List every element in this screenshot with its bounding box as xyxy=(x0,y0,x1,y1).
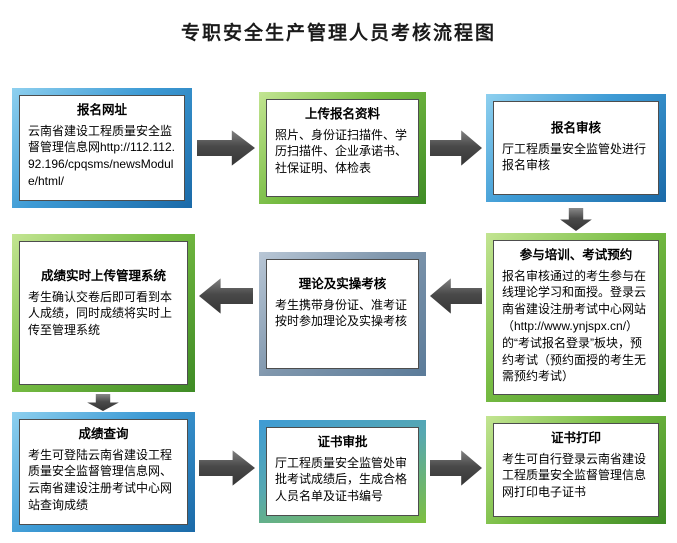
step-title: 成绩实时上传管理系统 xyxy=(40,269,166,283)
step-title: 参与培训、考试预约 xyxy=(519,248,633,262)
arrow-down-icon xyxy=(87,394,119,411)
flow-step-certificate-approval: 证书审批 厅工程质量安全监管处审批考试成绩后，生成合格人员名单及证书编号 xyxy=(259,420,426,523)
arrow-left-icon xyxy=(199,278,253,314)
step-title: 理论及实操考核 xyxy=(298,277,387,291)
flow-step-upload-materials: 上传报名资料 照片、身份证扫描件、学历扫描件、企业承诺书、社保证明、体检表 xyxy=(259,92,426,204)
flow-step-certificate-printing: 证书打印 考生可自行登录云南省建设工程质量安全监督管理信息网打印电子证书 xyxy=(486,416,666,524)
step-title: 报名网址 xyxy=(76,103,127,117)
step-body: 考生确认交卷后即可看到本人成绩，同时成绩将实时上传至管理系统 xyxy=(28,289,173,338)
arrow-right-icon xyxy=(197,130,255,166)
step-body: 考生可自行登录云南省建设工程质量安全监督管理信息网打印电子证书 xyxy=(502,451,647,500)
step-body: 厅工程质量安全监管处审批考试成绩后，生成合格人员名单及证书编号 xyxy=(275,455,408,504)
step-title: 证书打印 xyxy=(550,431,601,445)
arrow-right-icon xyxy=(430,130,482,166)
step-title: 上传报名资料 xyxy=(304,107,380,121)
arrow-right-icon xyxy=(199,450,255,486)
step-body: 报名审核通过的考生参与在线理论学习和面授。登录云南省建设注册考试中心网站（htt… xyxy=(502,268,647,384)
step-body: 云南省建设工程质量安全监督管理信息网http://112.112.92.196/… xyxy=(28,123,175,189)
step-body: 考生携带身份证、准考证按时参加理论及实操考核 xyxy=(275,297,408,329)
flow-step-registration-review: 报名审核 厅工程质量安全监管处进行报名审核 xyxy=(486,94,666,202)
arrow-down-icon xyxy=(560,208,592,231)
step-title: 报名审核 xyxy=(550,121,601,135)
flow-step-registration-url: 报名网址 云南省建设工程质量安全监督管理信息网http://112.112.92… xyxy=(12,88,192,208)
flow-step-training-exam-booking: 参与培训、考试预约 报名审核通过的考生参与在线理论学习和面授。登录云南省建设注册… xyxy=(486,233,666,402)
step-title: 证书审批 xyxy=(317,435,368,449)
flow-step-theory-practical-exam: 理论及实操考核 考生携带身份证、准考证按时参加理论及实操考核 xyxy=(259,252,426,376)
flow-step-score-inquiry: 成绩查询 考生可登陆云南省建设工程质量安全监督管理信息网、云南省建设注册考试中心… xyxy=(12,412,195,532)
page-title: 专职安全生产管理人员考核流程图 xyxy=(180,23,496,44)
arrow-right-icon xyxy=(430,450,482,486)
arrow-left-icon xyxy=(430,278,482,314)
step-body: 考生可登陆云南省建设工程质量安全监督管理信息网、云南省建设注册考试中心网站查询成… xyxy=(28,447,173,513)
step-title: 成绩查询 xyxy=(78,427,129,441)
flow-step-score-upload-system: 成绩实时上传管理系统 考生确认交卷后即可看到本人成绩，同时成绩将实时上传至管理系… xyxy=(12,234,195,392)
step-body: 照片、身份证扫描件、学历扫描件、企业承诺书、社保证明、体检表 xyxy=(275,127,408,176)
step-body: 厅工程质量安全监管处进行报名审核 xyxy=(502,141,647,173)
